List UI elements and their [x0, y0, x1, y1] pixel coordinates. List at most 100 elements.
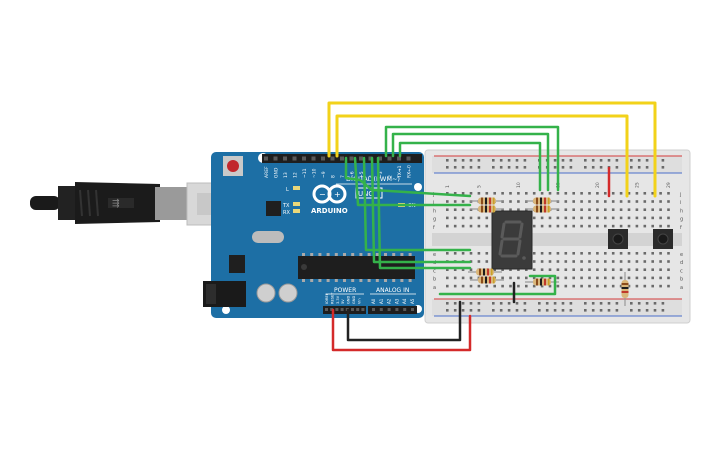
row-letter: e: [433, 252, 436, 258]
row-letter: g: [433, 217, 436, 223]
row-letter: a: [680, 285, 683, 291]
header-pin[interactable]: [340, 156, 344, 161]
analog-pin-label: A2: [387, 298, 392, 304]
pin-label: 13: [283, 172, 289, 178]
row-letter: h: [433, 208, 436, 214]
header-pin[interactable]: [395, 308, 399, 311]
push-button-1[interactable]: [608, 229, 628, 249]
resistor[interactable]: [468, 268, 502, 276]
column-number: 10: [516, 182, 522, 188]
header-pin[interactable]: [292, 156, 297, 161]
header-pin[interactable]: [273, 156, 278, 161]
header-pin[interactable]: [356, 308, 360, 311]
crystal: [252, 231, 284, 243]
usb-chip: [266, 201, 281, 216]
pin-label: ~5: [359, 171, 365, 178]
header-pin[interactable]: [321, 156, 325, 161]
row-letter: b: [680, 277, 683, 283]
column-number: 1: [445, 185, 451, 188]
pin-label: ~9: [321, 171, 327, 178]
power-pin-label: 5V: [341, 299, 345, 304]
pin-label: ~6: [350, 171, 356, 178]
header-pin[interactable]: [406, 156, 411, 161]
analog-header: [368, 306, 417, 314]
capacitor-2: [278, 283, 298, 303]
pin-label: 2: [388, 175, 394, 178]
rx-label: RX: [283, 210, 290, 216]
pin-label: ~11: [302, 168, 308, 178]
wire-red-5v: [331, 308, 472, 352]
column-number: 20: [595, 182, 601, 188]
header-pin[interactable]: [330, 308, 334, 311]
row-letter: d: [680, 260, 683, 266]
arduino-logo: − +: [312, 184, 347, 204]
pin-label: ~3: [378, 171, 384, 178]
resistor[interactable]: [470, 197, 504, 205]
usb-cable: ⇶: [30, 182, 240, 226]
header-pin[interactable]: [302, 156, 306, 161]
row-letter: c: [680, 268, 683, 274]
tx-label: TX: [282, 203, 290, 209]
wire-green-9: [438, 274, 557, 296]
header-pin[interactable]: [340, 308, 344, 311]
pin-label: RX←0: [407, 165, 413, 178]
resistor[interactable]: [525, 197, 559, 205]
power-pin-label: RESET: [330, 292, 334, 304]
header-pin[interactable]: [411, 308, 414, 311]
pin-label: ~10: [312, 168, 318, 178]
header-pin[interactable]: [335, 308, 339, 311]
l-led: [293, 186, 300, 190]
header-pin[interactable]: [351, 308, 354, 311]
header-pin[interactable]: [325, 308, 328, 311]
column-number: 29: [666, 182, 672, 188]
resistor[interactable]: [525, 205, 559, 213]
voltage-regulator: [229, 255, 245, 273]
header-pin[interactable]: [387, 308, 391, 311]
row-letter: f: [433, 225, 435, 231]
column-number: 5: [477, 185, 483, 188]
row-letter: f: [680, 225, 682, 231]
header-pin[interactable]: [368, 156, 373, 161]
row-letter: b: [433, 277, 436, 283]
header-pin[interactable]: [403, 308, 407, 311]
header-pin[interactable]: [387, 156, 392, 161]
header-pin[interactable]: [311, 156, 316, 161]
analog-pin-label: A5: [410, 298, 415, 304]
header-pin[interactable]: [359, 156, 363, 161]
row-letter: i: [433, 200, 434, 206]
rx-led: [293, 209, 300, 213]
header-pin[interactable]: [264, 156, 268, 161]
header-pin[interactable]: [330, 156, 335, 161]
wire-green-2: [391, 132, 550, 192]
pin-label: 12: [293, 172, 299, 178]
header-pin[interactable]: [397, 156, 401, 161]
analog-pin-label: A3: [394, 298, 399, 304]
header-pin[interactable]: [378, 156, 382, 161]
row-letter: i: [680, 200, 681, 206]
breadboard-center-channel: [432, 233, 682, 246]
header-pin[interactable]: [349, 156, 354, 161]
push-button-2[interactable]: [653, 229, 673, 249]
wire-green-7: [370, 156, 472, 264]
header-pin[interactable]: [361, 308, 365, 311]
resistor[interactable]: [621, 272, 629, 306]
wire-yellow-1: [327, 101, 657, 198]
power-pin-label: 3.3V: [336, 295, 340, 304]
resistor[interactable]: [470, 205, 504, 213]
header-pin[interactable]: [283, 156, 287, 161]
wire-green-1: [384, 125, 560, 192]
row-letter: j: [679, 192, 681, 198]
resistor[interactable]: [525, 278, 559, 286]
analog-label: ANALOG IN: [376, 287, 409, 294]
pin-label: 7: [340, 175, 346, 178]
row-letter: h: [680, 208, 683, 214]
row-letter: j: [432, 192, 434, 198]
header-pin[interactable]: [379, 308, 383, 311]
header-pin[interactable]: [372, 308, 375, 311]
tx-led: [293, 202, 300, 206]
row-letter: c: [433, 268, 436, 274]
resistor[interactable]: [470, 276, 504, 284]
seven-segment-display[interactable]: [491, 210, 533, 270]
